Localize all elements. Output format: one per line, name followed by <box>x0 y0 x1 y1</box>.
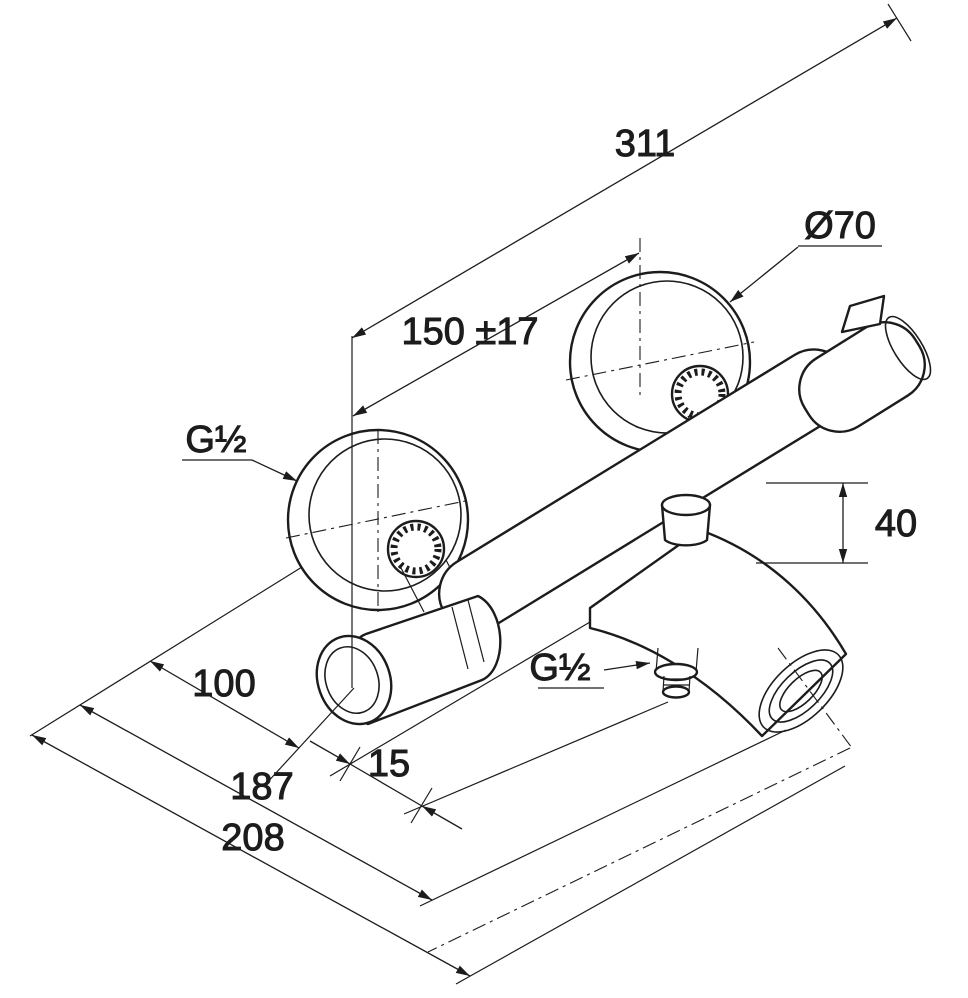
dim-d70-label: Ø70 <box>804 205 876 247</box>
dimension-connection-spacing: 150 ±17 <box>352 252 640 417</box>
dim-d70-leader <box>729 246 799 303</box>
dim-g12-right-label: G½ <box>529 647 590 689</box>
dim-g12-left-label: G½ <box>185 419 246 461</box>
dim-150-label: 150 ±17 <box>401 311 538 353</box>
dim-100-label: 100 <box>192 663 255 705</box>
dim-208-label: 208 <box>221 817 284 859</box>
dim-g12-left-leader <box>251 459 298 482</box>
shower-outlet <box>653 647 699 699</box>
dimension-wall-thread: G½ <box>182 419 298 482</box>
dimension-outlet-thread: G½ <box>529 647 651 690</box>
dim-150-line <box>352 252 640 417</box>
extension-lines <box>29 3 912 985</box>
dimension-escutcheon-diameter: Ø70 <box>729 205 882 303</box>
dim-g12-right-leader <box>603 660 651 671</box>
spout <box>588 528 848 738</box>
dimension-offset-15: 15 <box>309 740 463 830</box>
dim-40-label: 40 <box>875 503 917 545</box>
dimension-spout-drop: 40 <box>838 483 918 563</box>
handle-left-thermostat <box>315 594 502 726</box>
dimension-depth-208: 208 <box>31 734 471 977</box>
dimension-depth-100: 100 <box>149 660 300 749</box>
drawing-root: 311 150 ±17 Ø70 G½ 40 100 <box>29 3 932 985</box>
dim-208-line <box>31 734 471 977</box>
diverter-knob <box>660 493 712 547</box>
dim-311-label: 311 <box>615 123 676 165</box>
dim-15-label: 15 <box>368 743 410 785</box>
dim-187-label: 187 <box>230 766 293 808</box>
dimension-depth-187: 187 <box>79 704 433 901</box>
union-nut-bottom <box>386 519 469 613</box>
